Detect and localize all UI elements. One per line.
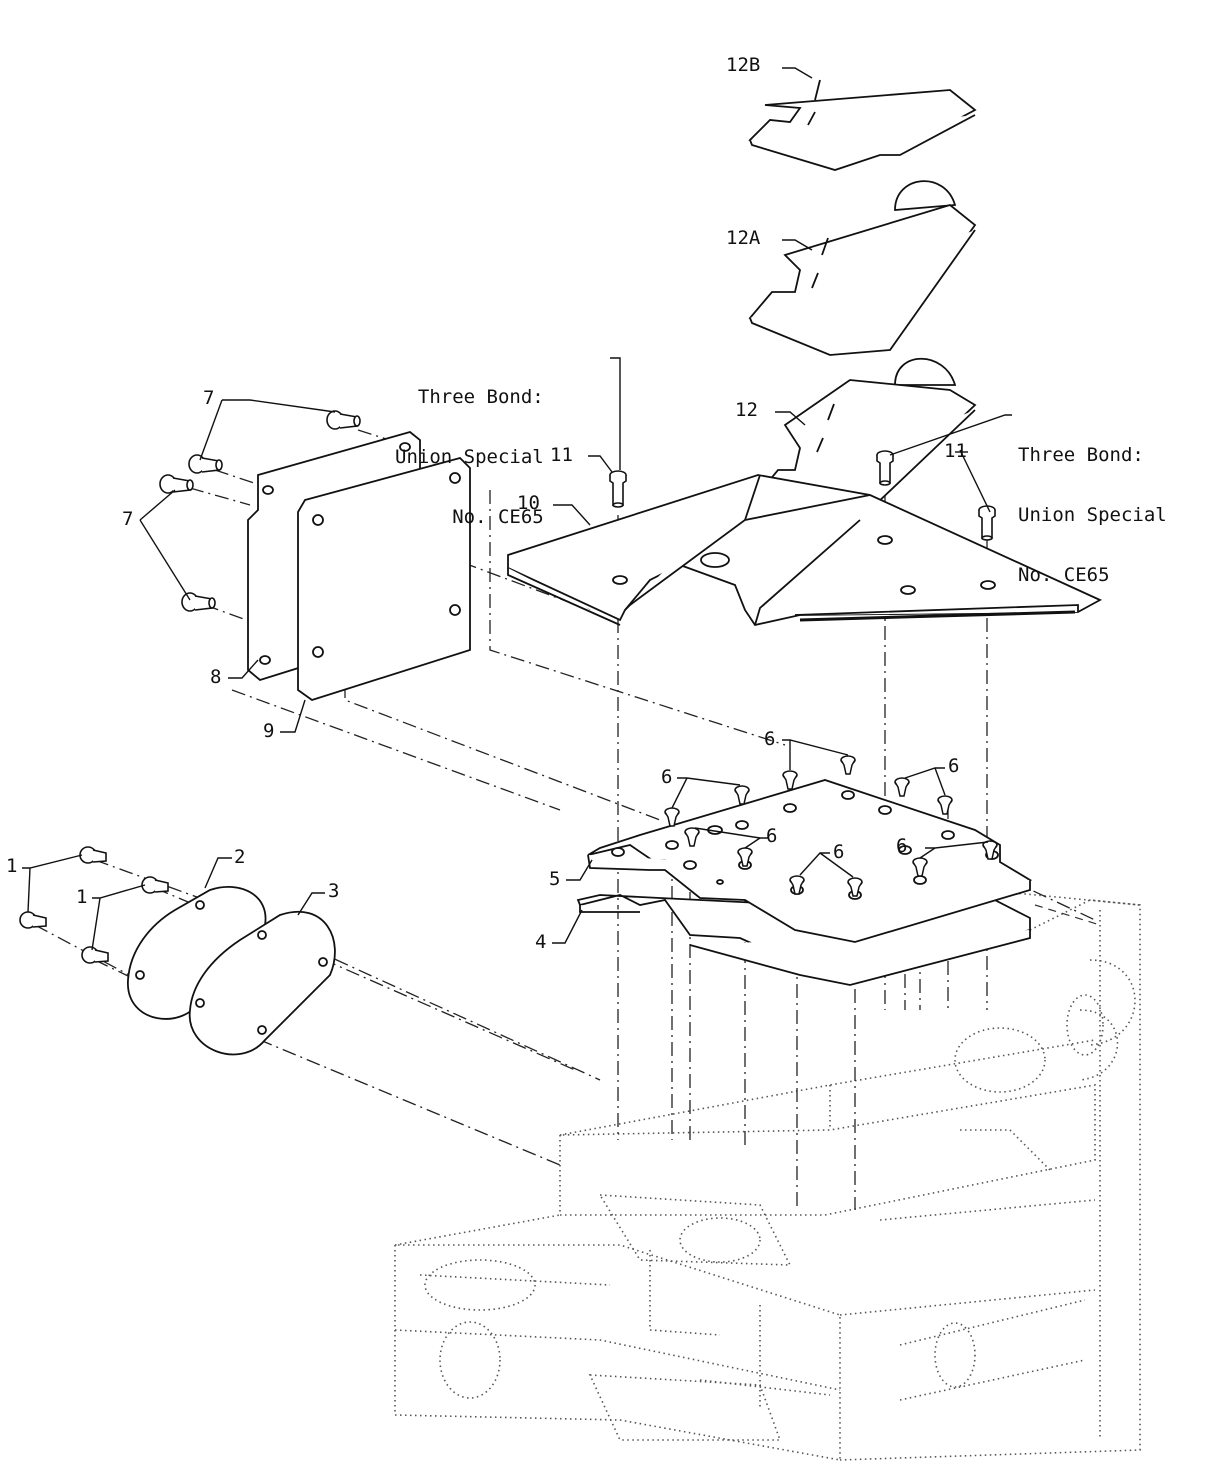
adhesive-note-left-line2: Union Special <box>395 445 544 468</box>
cover-3 <box>189 910 336 1056</box>
adhesive-note-right: Three Bond: Union Special No. CE65 <box>1018 406 1167 605</box>
screws-6 <box>664 755 998 897</box>
callout-11-right: 11 <box>944 440 967 462</box>
callout-11-left: 11 <box>550 444 573 466</box>
cover-plate-12a <box>748 180 977 356</box>
callout-7-top: 7 <box>203 387 215 409</box>
callout-1-left: 1 <box>6 855 18 877</box>
callout-6-right-top: 6 <box>948 755 960 777</box>
callout-6-left: 6 <box>661 766 673 788</box>
screws-7 <box>159 410 361 612</box>
dashed-lines <box>1034 904 1101 926</box>
adhesive-note-right-line3: No. CE65 <box>1018 563 1110 586</box>
callout-8: 8 <box>210 666 222 688</box>
callout-3: 3 <box>328 880 340 902</box>
callout-12a: 12A <box>726 227 761 249</box>
callout-7-left: 7 <box>122 508 134 530</box>
adhesive-note-left-line1: Three Bond: <box>417 385 544 408</box>
callout-6-center: 6 <box>766 825 778 847</box>
adhesive-note-left-line3: No. CE65 <box>452 505 544 528</box>
leader-lines <box>22 67 1012 951</box>
callout-1-mid: 1 <box>76 886 88 908</box>
screws-11 <box>609 450 996 541</box>
callout-6-top: 6 <box>764 728 776 750</box>
adhesive-note-right-line1: Three Bond: <box>1018 443 1144 466</box>
screws-1 <box>19 846 169 964</box>
top-plate-10 <box>507 474 1103 627</box>
callout-2: 2 <box>234 846 246 868</box>
adhesive-note-right-line2: Union Special <box>1018 503 1167 526</box>
callout-6-lower: 6 <box>833 841 845 863</box>
plate-4 <box>576 894 1031 986</box>
adhesive-note-left: Three Bond: Union Special No. CE65 <box>395 348 544 547</box>
cover-plate-12b <box>748 79 977 171</box>
plate-9 <box>297 456 471 701</box>
callout-5: 5 <box>549 868 561 890</box>
callout-10: 10 <box>517 492 540 514</box>
cover-2 <box>127 886 267 1020</box>
callout-6-right-lower: 6 <box>896 835 908 857</box>
callout-4: 4 <box>535 931 547 953</box>
callout-9: 9 <box>263 720 275 742</box>
callout-12: 12 <box>735 399 758 421</box>
callout-12b: 12B <box>726 54 761 76</box>
